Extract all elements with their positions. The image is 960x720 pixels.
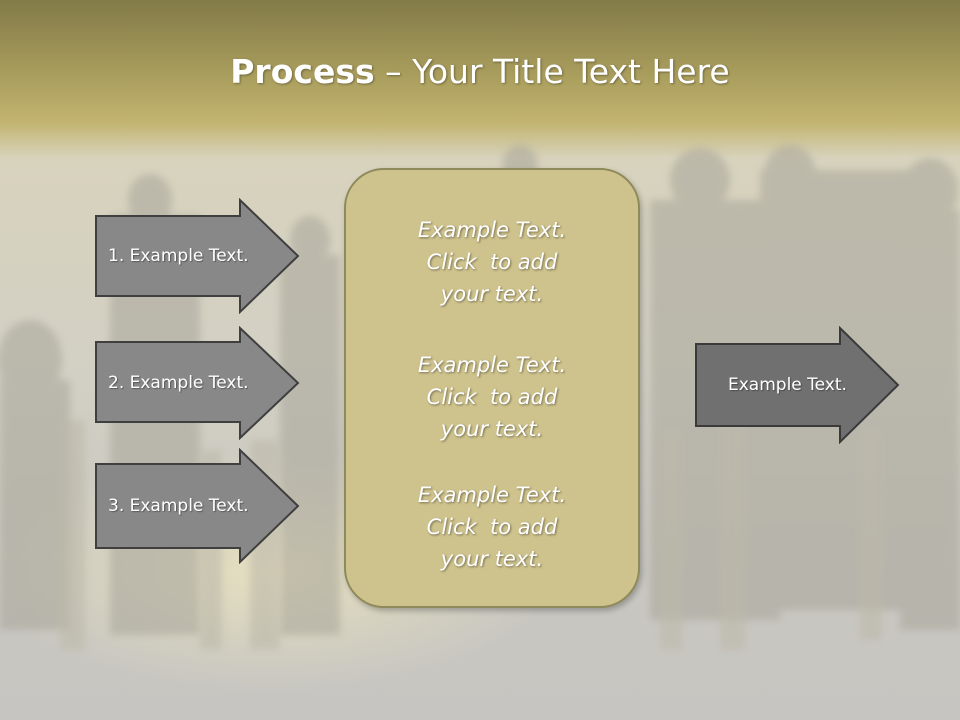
block-line: Click to add [426,250,558,274]
block-line: Example Text. [417,353,567,377]
step-label-2: 2. Example Text. [108,373,249,393]
block-line: Example Text. [417,483,567,507]
block-line: Example Text. [417,218,567,242]
arrow-right-shape [95,448,300,564]
slide-title: Process – Your Title Text Here [0,52,960,91]
center-text-block-3[interactable]: Example Text. Click to add your text. [346,479,638,575]
arrow-right-shape [95,198,300,314]
step-arrow-1[interactable]: 1. Example Text. [94,198,300,314]
block-line: your text. [440,282,544,306]
block-line: your text. [440,417,544,441]
arrow-right-shape [695,326,900,444]
block-line: Click to add [426,385,558,409]
output-label: Example Text. [728,375,847,395]
step-arrow-3[interactable]: 3. Example Text. [94,448,300,564]
center-text-block-1[interactable]: Example Text. Click to add your text. [346,214,638,310]
center-content-box[interactable]: Example Text. Click to add your text. Ex… [344,168,640,608]
step-label-1: 1. Example Text. [108,246,249,266]
title-bold-text: Process [230,52,375,91]
title-rest-text: – Your Title Text Here [374,52,730,91]
arrow-right-shape [95,326,300,440]
block-line: Click to add [426,515,558,539]
output-arrow[interactable]: Example Text. [694,326,900,444]
block-line: your text. [440,547,544,571]
step-arrow-2[interactable]: 2. Example Text. [94,326,300,440]
center-text-block-2[interactable]: Example Text. Click to add your text. [346,349,638,445]
step-label-3: 3. Example Text. [108,496,249,516]
